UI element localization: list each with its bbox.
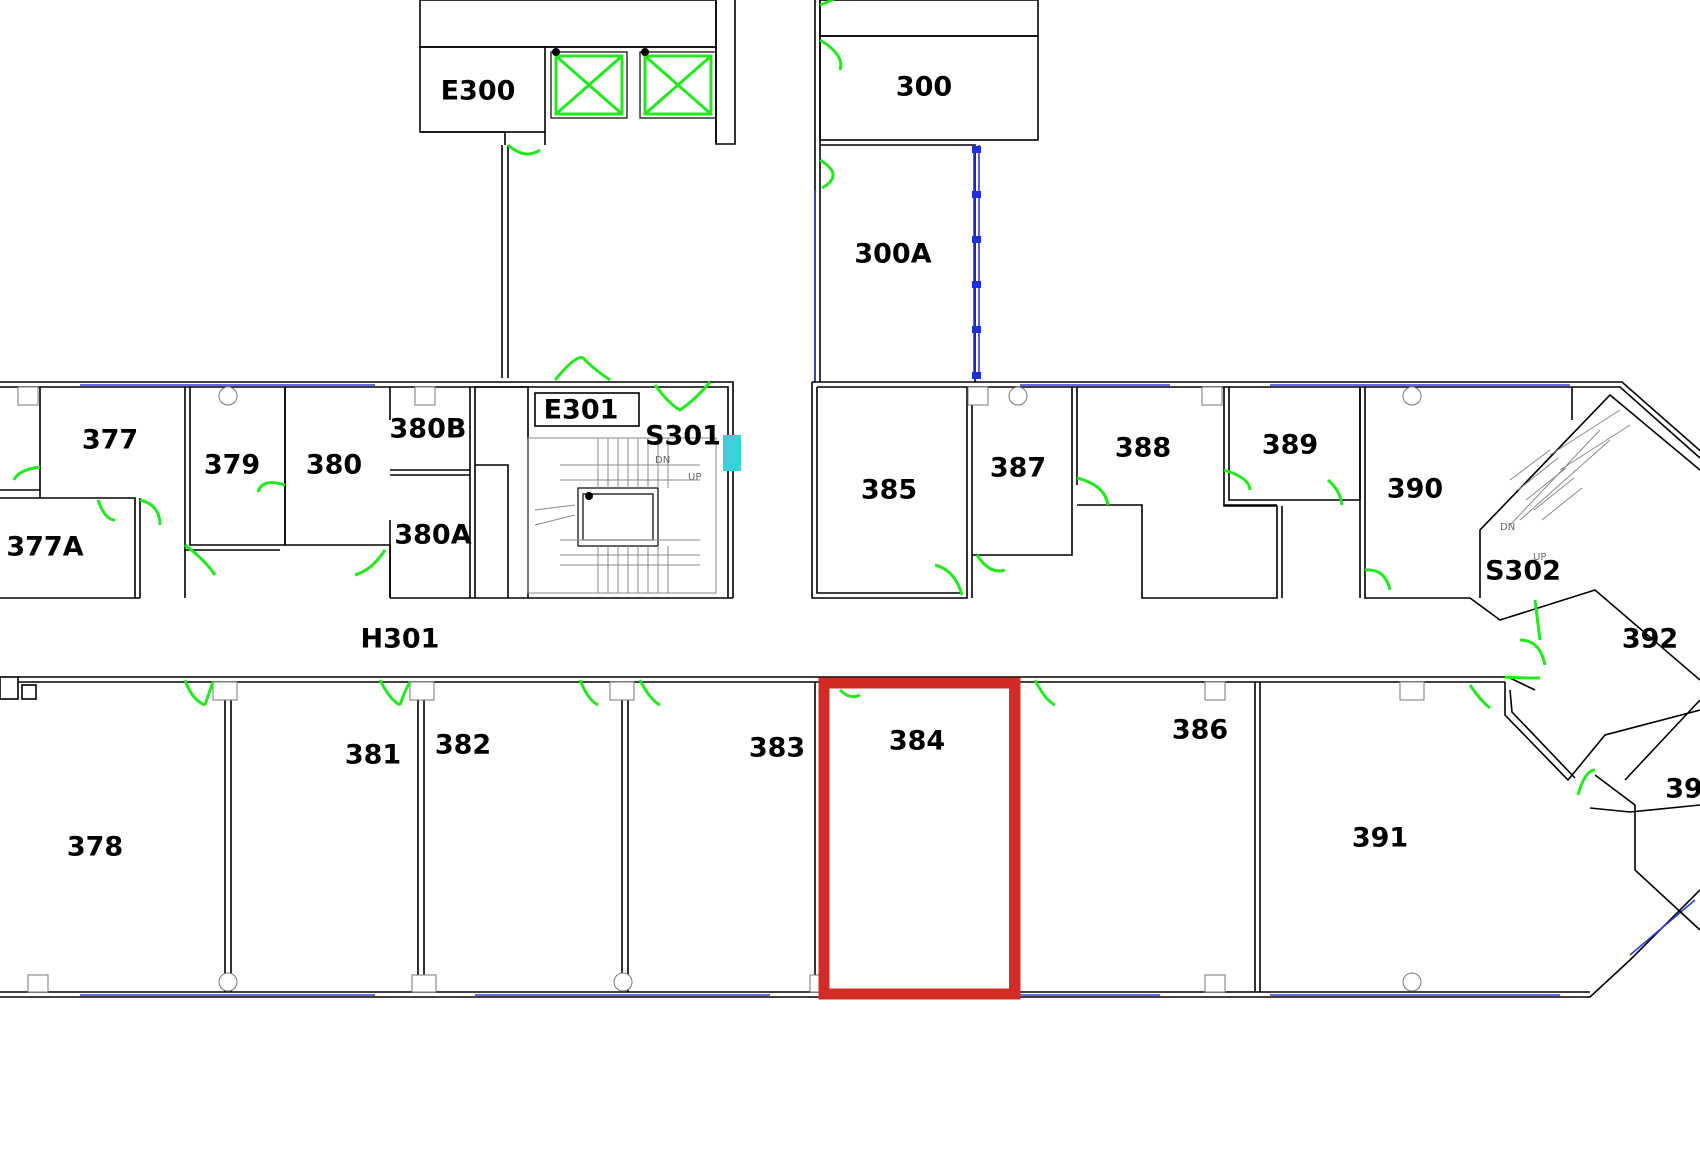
stair-dn-label: DN bbox=[655, 455, 670, 466]
room-S302-label: S302 bbox=[1485, 556, 1561, 587]
cyan-marker bbox=[723, 435, 741, 471]
room-380A-label: 380A bbox=[394, 520, 471, 551]
room-380-label: 380 bbox=[306, 450, 362, 481]
room-S301-label: S301 bbox=[645, 421, 721, 452]
room-390-label: 390 bbox=[1387, 474, 1443, 505]
room-384-label[interactable]: 384 bbox=[889, 726, 945, 757]
room-382-label: 382 bbox=[435, 730, 491, 761]
north-wing-300 bbox=[814, 0, 1039, 382]
upper-row-left bbox=[0, 356, 734, 599]
room-E301-label: E301 bbox=[544, 395, 619, 426]
room-378-label: 378 bbox=[67, 832, 123, 863]
room-384-highlight[interactable] bbox=[818, 677, 1021, 1000]
room-39x-label: 39 bbox=[1665, 774, 1700, 805]
room-379-label: 379 bbox=[204, 450, 260, 481]
room-377-label: 377 bbox=[82, 425, 138, 456]
room-381-label: 381 bbox=[345, 740, 401, 771]
room-386-label: 386 bbox=[1172, 715, 1228, 746]
room-391-label: 391 bbox=[1352, 823, 1408, 854]
stair-up-label: UP bbox=[688, 472, 701, 483]
room-H301-label: H301 bbox=[361, 624, 440, 655]
room-385-label: 385 bbox=[861, 475, 917, 506]
room-388-label: 388 bbox=[1115, 433, 1171, 464]
room-377A-label: 377A bbox=[6, 532, 83, 563]
room-E300-label: E300 bbox=[441, 76, 516, 107]
room-387-label: 387 bbox=[990, 453, 1046, 484]
room-383-label: 383 bbox=[749, 733, 805, 764]
room-labels: 300 300A E300 E301 S301 S302 H301 377 37… bbox=[6, 72, 1700, 863]
room-389-label: 389 bbox=[1262, 430, 1318, 461]
upper-row-right: DN UP bbox=[811, 381, 1700, 681]
room-380B-label: 380B bbox=[390, 414, 467, 445]
room-300-label: 300 bbox=[896, 72, 952, 103]
room-392-label: 392 bbox=[1622, 624, 1678, 655]
stair-dn-label-2: DN bbox=[1500, 522, 1515, 533]
stair-up-label-2: UP bbox=[1533, 552, 1546, 563]
stair-s301: DN UP bbox=[527, 392, 741, 594]
room-300A-label: 300A bbox=[854, 239, 931, 270]
elevator-block bbox=[419, 0, 736, 378]
lower-row bbox=[0, 675, 1700, 998]
